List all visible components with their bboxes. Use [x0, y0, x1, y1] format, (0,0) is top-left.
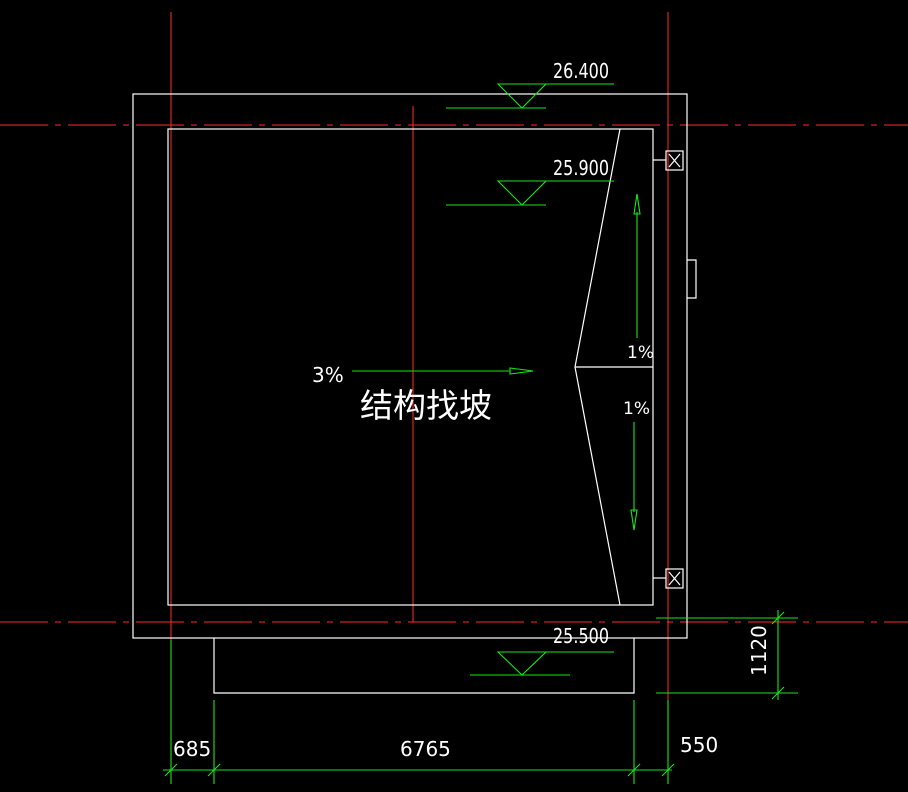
elevation-label-inner: 25.900 [553, 156, 609, 180]
slope-arrow-main: 3% [312, 363, 534, 387]
building-outline [132, 93, 697, 694]
elevation-marker-bottom: 25.500 [470, 624, 614, 676]
dimension-chain-right: 1120 [656, 610, 798, 700]
slope-arrow-upper: 1% [627, 193, 654, 363]
slope-label-main: 3% [312, 363, 344, 387]
roof-drain-bottom [653, 568, 684, 589]
dimension-left: 685 [173, 737, 211, 761]
dimension-right: 550 [680, 733, 718, 757]
roof-drain-top [653, 150, 684, 171]
elevation-label-top: 26.400 [553, 59, 609, 83]
outer-parapet [132, 93, 688, 639]
dimension-vertical: 1120 [747, 625, 771, 676]
side-notch [687, 259, 697, 299]
dimension-chain-bottom: 685 6765 550 [163, 640, 718, 784]
axis-lines [0, 12, 908, 700]
elevation-label-bottom: 25.500 [553, 624, 609, 648]
structural-slope-note: 结构找坡 [360, 386, 492, 425]
slope-label-upper: 1% [627, 343, 654, 363]
elevation-marker-top: 26.400 [446, 59, 614, 109]
elevation-marker-inner: 25.900 [446, 156, 614, 206]
dimension-middle: 6765 [400, 737, 451, 761]
slope-label-lower: 1% [623, 399, 650, 419]
canopy-outline [213, 638, 635, 694]
slope-arrow-lower: 1% [623, 399, 650, 531]
